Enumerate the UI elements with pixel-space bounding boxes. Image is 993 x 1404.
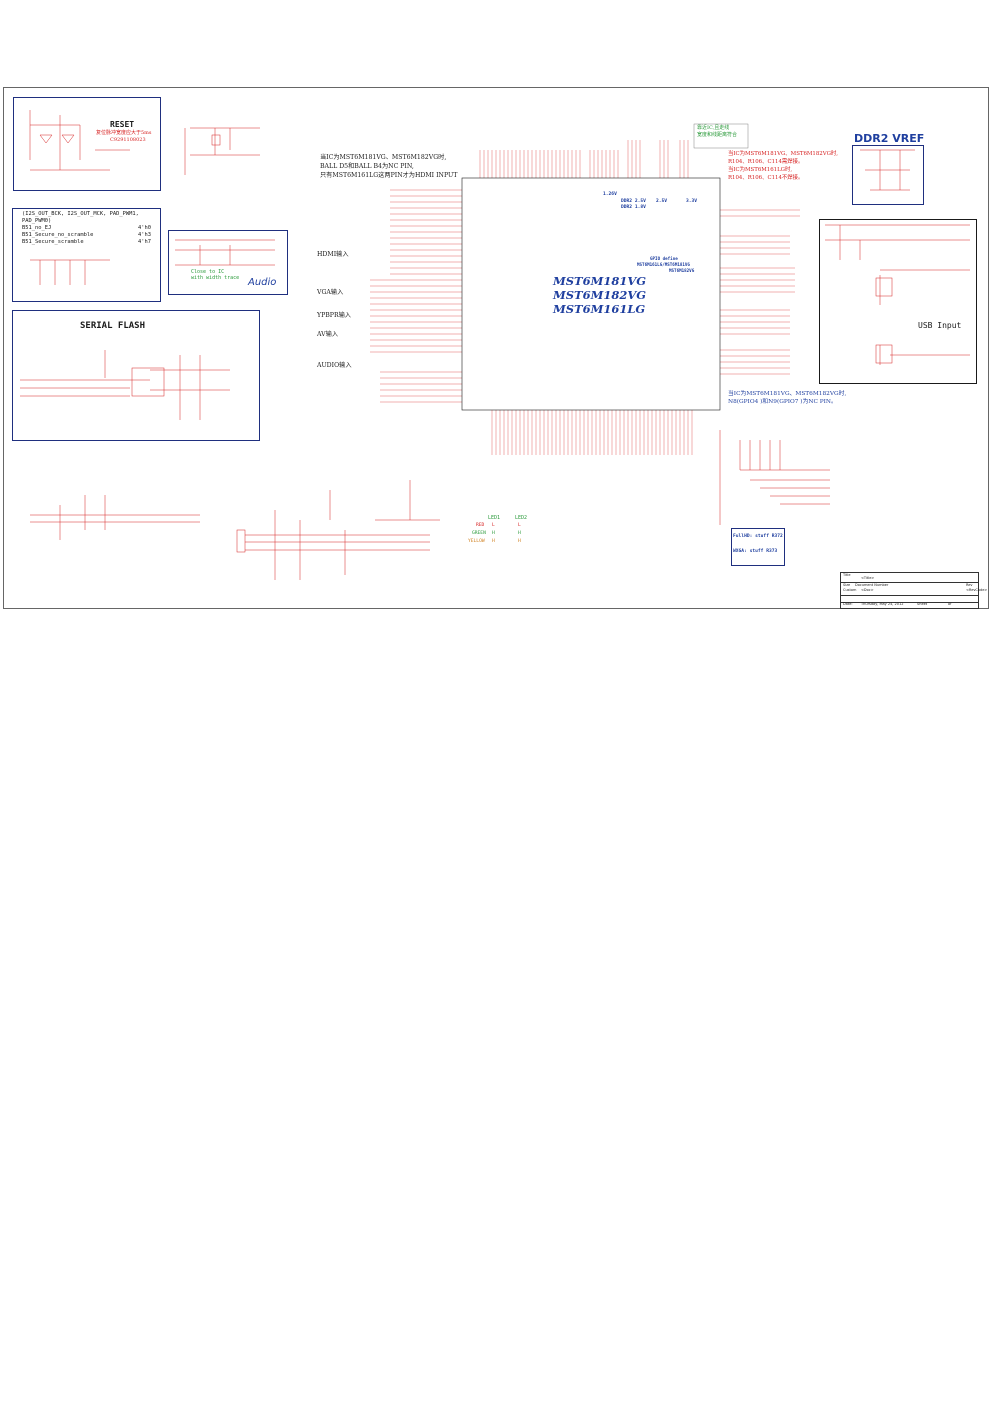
- right-note-line-4: R104、R106、C114不焊接。: [728, 175, 804, 181]
- stuff-option-box: [731, 528, 785, 566]
- ddr2-vref-section: [852, 145, 924, 205]
- stuff-line-2: WXGA: stuff R373: [733, 549, 778, 554]
- main-ic-body: [461, 177, 721, 411]
- reset-section: [13, 97, 161, 191]
- audio-note-1: Close to IC: [191, 269, 225, 275]
- title-label: Title: [843, 573, 851, 577]
- led-row-green-name: GREEN: [472, 531, 486, 536]
- date-value: Thursday, May 24, 2012: [861, 602, 904, 606]
- led-row-red-a: L: [492, 523, 495, 528]
- input-label-av: AV输入: [317, 331, 339, 338]
- audio-note-2: with width trace: [191, 275, 240, 281]
- led-row-red-b: L: [518, 523, 521, 528]
- ic-note-line-2: BALL D5和BALL B4为NC PIN,: [320, 163, 414, 170]
- sheet-label: Sheet: [917, 602, 928, 606]
- right-note-line-1: 当IC为MST6M181VG、MST6M182VG时,: [728, 151, 839, 157]
- led-row-green-a: H: [492, 531, 495, 536]
- serial-flash-title: SERIAL FLASH: [80, 321, 146, 331]
- option-line-5: B51_Secure_scramble: [22, 239, 84, 245]
- input-label-hdmi: HDMI输入: [317, 251, 349, 258]
- led-header-1: LED1: [488, 515, 501, 521]
- bottom-note-line-1: 当IC为MST6M181VG、MST6M182VG时,: [728, 391, 847, 397]
- ic-note-line-3: 只有MST6M161LG这两PIN才为HDMI INPUT: [320, 172, 458, 179]
- reset-note: 复位脉冲宽度应大于5ms: [96, 130, 152, 136]
- title-block: Title <Title> Size Custom Document Numbe…: [840, 572, 987, 609]
- option-value-3: 4'h7: [138, 239, 151, 245]
- option-value-1: 4'h0: [138, 225, 151, 231]
- input-label-audio: AUDIO输入: [317, 362, 352, 369]
- schematic-sheet: [3, 87, 989, 609]
- date-label: Date:: [843, 602, 853, 606]
- led-row-red-name: RED: [476, 523, 485, 528]
- led-header-2: LED2: [515, 515, 528, 521]
- rev-label: Rev: [966, 583, 973, 587]
- gpio-define-1: GPIO define: [650, 256, 678, 261]
- sheet-value: of: [948, 602, 952, 606]
- audio-section: [168, 230, 288, 295]
- bottom-note-line-2: N8(GPIO4 )和N9(GPIO7 )为NC PIN。: [728, 399, 837, 405]
- power-label-2v5: 2.5V: [656, 199, 668, 204]
- option-line-3: B51_no_EJ: [22, 225, 52, 231]
- led-row-yellow-name: YELLOW: [468, 539, 485, 544]
- stuff-line-1: FullHD: stuff R372: [733, 534, 783, 539]
- boot-option-section: [12, 208, 161, 302]
- power-label-1v26: 1.26V: [603, 192, 617, 197]
- gpio-define-3: MST6M182VG: [669, 268, 695, 273]
- ddr2-vref-title: DDR2 VREF: [854, 132, 925, 145]
- chip-name-1: MST6M181VG: [553, 274, 647, 288]
- led-row-yellow-a: H: [492, 539, 495, 544]
- size-custom: Custom: [843, 588, 857, 592]
- input-label-vga: VGA输入: [317, 289, 344, 296]
- ic-note-line-1: 当IC为MST6M181VG、MST6M182VG时,: [320, 154, 447, 161]
- gpio-define-2: MST6M161LG/MST6M181VG: [637, 262, 690, 267]
- input-label-ypbpr: YPBPR输入: [317, 312, 351, 319]
- green-note-line-2: 宽度和线距离符合: [697, 132, 738, 138]
- doc-label: Document Number: [855, 583, 889, 587]
- power-label-3v3: 3.3V: [686, 199, 698, 204]
- size-label: Size: [843, 583, 851, 587]
- led-row-green-b: H: [518, 531, 521, 536]
- reset-code: C9291108023: [110, 137, 146, 143]
- reset-title: RESET: [110, 120, 135, 129]
- power-label-ddr2-1v8: DDR2 1.8V: [621, 205, 646, 210]
- option-line-4: B51_Secure_no_scramble: [22, 232, 94, 238]
- right-note-line-2: R104、R106、C114需焊接。: [728, 159, 804, 165]
- rev-value: <RevCode>: [966, 588, 988, 592]
- power-label-ddr2-2v5: DDR2 2.5V: [621, 199, 646, 204]
- title-value: <Title>: [861, 576, 875, 580]
- led-row-yellow-b: H: [518, 539, 521, 544]
- usb-input-title: USB Input: [918, 321, 962, 330]
- option-line-2: PAD_PWM0): [22, 218, 52, 224]
- chip-name-3: MST6M161LG: [553, 302, 646, 316]
- option-line-1: (I2S_OUT_BCK, I2S_OUT_MCK, PAD_PWM1,: [22, 211, 139, 217]
- doc-value: <Doc>: [861, 588, 874, 592]
- green-note-line-1: 靠近IC,且走线: [697, 125, 730, 131]
- right-note-line-3: 当IC为MST6M161LG时,: [728, 167, 793, 173]
- audio-title: Audio: [248, 277, 277, 288]
- chip-name-2: MST6M182VG: [553, 288, 647, 302]
- usb-input-section: [819, 219, 977, 384]
- option-value-2: 4'h3: [138, 232, 151, 238]
- serial-flash-section: [12, 310, 260, 441]
